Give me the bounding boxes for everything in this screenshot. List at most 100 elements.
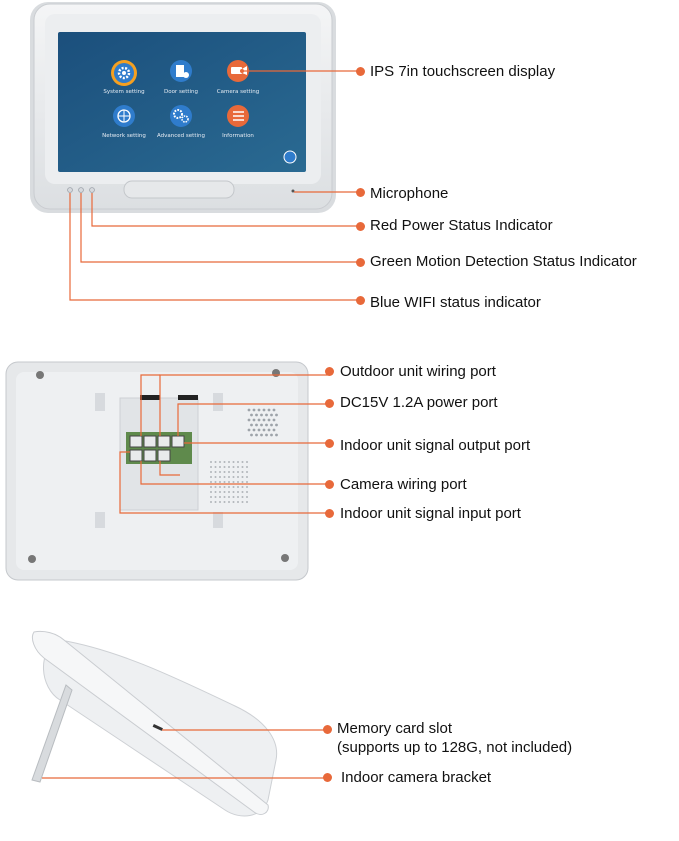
app-icon-advanced: Advanced setting bbox=[157, 105, 205, 139]
grille-hole bbox=[214, 501, 217, 503]
grille-hole bbox=[267, 408, 271, 412]
grille-hole bbox=[214, 496, 217, 498]
grille-hole bbox=[270, 423, 273, 427]
label-memory-note: (supports up to 128G, not included) bbox=[337, 739, 573, 756]
grille-hole bbox=[210, 461, 212, 463]
grille-hole bbox=[250, 423, 253, 427]
grille-hole bbox=[214, 491, 217, 493]
label-red-power: Red Power Status Indicator bbox=[370, 217, 553, 234]
grille-hole bbox=[228, 476, 230, 478]
grille-hole bbox=[241, 496, 244, 498]
grille-hole bbox=[214, 486, 217, 488]
grille-hole bbox=[272, 408, 276, 412]
callout-dot bbox=[356, 188, 365, 197]
grille-hole bbox=[252, 418, 256, 422]
grille-hole bbox=[228, 486, 230, 488]
grille-hole bbox=[241, 481, 244, 483]
grille-hole bbox=[265, 433, 268, 437]
callout-dot bbox=[356, 296, 365, 305]
grille-hole bbox=[250, 433, 253, 437]
grille-hole bbox=[210, 501, 212, 503]
microphone-hole bbox=[291, 189, 295, 193]
grille-hole bbox=[219, 491, 221, 493]
grille-hole bbox=[265, 413, 268, 417]
touchscreen-display bbox=[58, 32, 306, 172]
grille-hole bbox=[214, 461, 217, 463]
grille-hole bbox=[214, 476, 217, 478]
grille-hole bbox=[214, 471, 217, 473]
grille-hole bbox=[219, 466, 221, 468]
grille-hole bbox=[228, 461, 230, 463]
grille-hole bbox=[232, 466, 235, 468]
grille-hole bbox=[241, 476, 244, 478]
grille-hole bbox=[214, 481, 217, 483]
grille-hole bbox=[246, 501, 248, 503]
grille-hole bbox=[260, 433, 263, 437]
grille-hole bbox=[210, 486, 212, 488]
grille-hole bbox=[232, 491, 235, 493]
callout-dot bbox=[323, 773, 332, 782]
grille-hole bbox=[219, 461, 221, 463]
grille-hole bbox=[260, 413, 263, 417]
grille-hole bbox=[262, 428, 266, 432]
grille-hole bbox=[247, 428, 251, 432]
grille-hole bbox=[270, 413, 273, 417]
grille-hole bbox=[247, 418, 251, 422]
grille-hole bbox=[237, 481, 239, 483]
grille-hole bbox=[237, 491, 239, 493]
grille-hole bbox=[255, 433, 258, 437]
grille-hole bbox=[237, 461, 239, 463]
front-leader-lines bbox=[69, 70, 361, 301]
grille-hole bbox=[267, 428, 271, 432]
grille-hole bbox=[237, 466, 239, 468]
grille-hole bbox=[228, 491, 230, 493]
app-label: Advanced setting bbox=[157, 133, 205, 139]
grille-hole bbox=[223, 461, 226, 463]
green-led bbox=[78, 187, 84, 193]
label-indoor-input: Indoor unit signal input port bbox=[340, 505, 521, 522]
grille-hole bbox=[257, 418, 261, 422]
callout-dot bbox=[325, 399, 334, 408]
label-display: IPS 7in touchscreen display bbox=[370, 63, 556, 80]
grille-hole bbox=[232, 501, 235, 503]
grille-hole bbox=[252, 408, 256, 412]
grille-hole bbox=[223, 481, 226, 483]
side-leader-lines bbox=[42, 729, 328, 779]
terminal-ports bbox=[129, 435, 185, 462]
grille-hole bbox=[223, 491, 226, 493]
grille-hole bbox=[247, 408, 251, 412]
app-icon-system: System setting bbox=[103, 60, 145, 95]
grille-hole bbox=[223, 486, 226, 488]
grille-hole bbox=[255, 423, 258, 427]
grille-hole bbox=[228, 471, 230, 473]
grille-hole bbox=[237, 501, 239, 503]
grille-hole bbox=[210, 496, 212, 498]
grille-hole bbox=[260, 423, 263, 427]
grille-hole bbox=[237, 496, 239, 498]
grille-hole bbox=[272, 418, 276, 422]
grille-hole bbox=[223, 501, 226, 503]
label-outdoor-port: Outdoor unit wiring port bbox=[340, 363, 496, 380]
app-label: Camera setting bbox=[217, 89, 259, 95]
callout-dot bbox=[325, 480, 334, 489]
grille-hole bbox=[219, 486, 221, 488]
grille-hole bbox=[267, 418, 271, 422]
side-view-monitor bbox=[31, 630, 278, 817]
grille-hole bbox=[219, 471, 221, 473]
grille-hole bbox=[241, 471, 244, 473]
grille-hole bbox=[232, 461, 235, 463]
label-bracket: Indoor camera bracket bbox=[341, 769, 492, 786]
grille-hole bbox=[219, 476, 221, 478]
callout-dot bbox=[356, 222, 365, 231]
grille-hole bbox=[257, 408, 261, 412]
back-leader-lines bbox=[119, 374, 330, 514]
grille-hole bbox=[223, 476, 226, 478]
grille-hole bbox=[232, 476, 235, 478]
grille-hole bbox=[246, 486, 248, 488]
callout-dot bbox=[325, 367, 334, 376]
grille-hole bbox=[246, 466, 248, 468]
grille-hole bbox=[210, 466, 212, 468]
label-blue-wifi: Blue WIFI status indicator bbox=[370, 294, 541, 311]
label-microphone: Microphone bbox=[370, 185, 449, 202]
grille-hole bbox=[223, 466, 226, 468]
